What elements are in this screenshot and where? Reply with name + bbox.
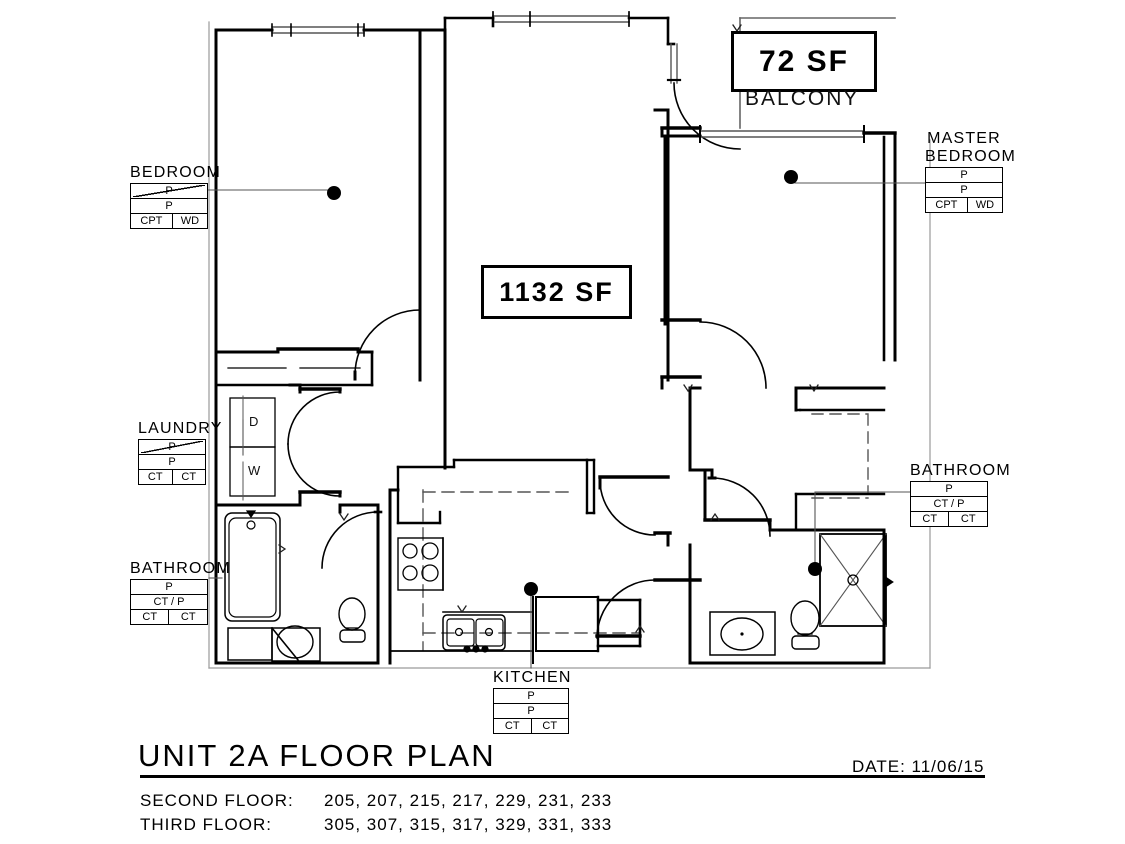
room-tag-kitchen-table: P P CT CT [493,688,569,734]
room-tag-bedroom-name: BEDROOM [130,164,222,181]
room-tag-laundry-name: LAUNDRY [138,420,223,437]
finish-row3-left: CPT [925,197,968,213]
finish-row3-right: CT [948,511,988,527]
balcony-area-value: 72 SF [758,44,850,78]
room-tag-master-bedroom-name-line2: BEDROOM [925,148,1017,165]
room-tag-master-bedroom: MASTER BEDROOM P P CPT WD [925,130,1017,213]
room-tag-laundry-table: P P CT CT [138,439,206,485]
balcony-label: BALCONY [745,87,860,110]
room-tag-bathroom-left-name: BATHROOM [130,560,231,577]
finish-row1: P [138,439,206,455]
finish-row1: P [493,688,569,704]
room-tag-bedroom-table: P P CPT WD [130,183,209,229]
room-tag-kitchen: KITCHEN P P CT CT [493,669,572,734]
room-tag-bathroom-left-table: P CT / P CT CT [129,579,208,625]
finish-row2: P [130,198,208,214]
finish-row3-right: CT [168,609,208,625]
room-tag-bathroom-right: BATHROOM P CT / P CT CT [909,462,1011,527]
finish-row3-right: WD [171,213,209,229]
dryer-label: D [249,414,259,429]
room-tag-bathroom-right-table: P CT / P CT CT [909,481,988,527]
room-tag-master-bedroom-name-line1: MASTER [927,130,1001,147]
finish-row3-left: CPT [130,213,173,229]
unit-area-box: 1132 SF [481,265,632,319]
finish-row1: P [925,167,1003,183]
finish-row1: P [130,183,208,199]
finish-row3-right: WD [966,197,1004,213]
room-tag-master-bedroom-table: P P CPT WD [925,167,1004,213]
finish-row3-right: CT [530,718,569,734]
finish-row1: P [130,579,208,595]
room-tag-bathroom-left: BATHROOM P CT / P CT CT [129,560,231,625]
room-tag-bedroom: BEDROOM P P CPT WD [130,164,222,229]
finish-row3-left: CT [138,469,173,485]
finish-row2: P [493,703,569,719]
finish-row1: P [910,481,988,497]
room-tag-kitchen-name: KITCHEN [493,669,572,686]
room-tag-bathroom-right-name: BATHROOM [910,462,1011,479]
finish-row2: P [138,454,206,470]
finish-row3-left: CT [493,718,532,734]
finish-row2: CT / P [910,496,988,512]
finish-row2: CT / P [130,594,208,610]
finish-row3-left: CT [129,609,170,625]
room-tag-laundry: LAUNDRY P P CT CT [138,420,223,485]
finish-row2: P [925,182,1003,198]
unit-area-value: 1132 SF [499,276,614,307]
washer-label: W [248,463,261,478]
balcony-area-box: 72 SF [731,31,877,92]
finish-row3-left: CT [909,511,950,527]
finish-row3-right: CT [171,469,206,485]
